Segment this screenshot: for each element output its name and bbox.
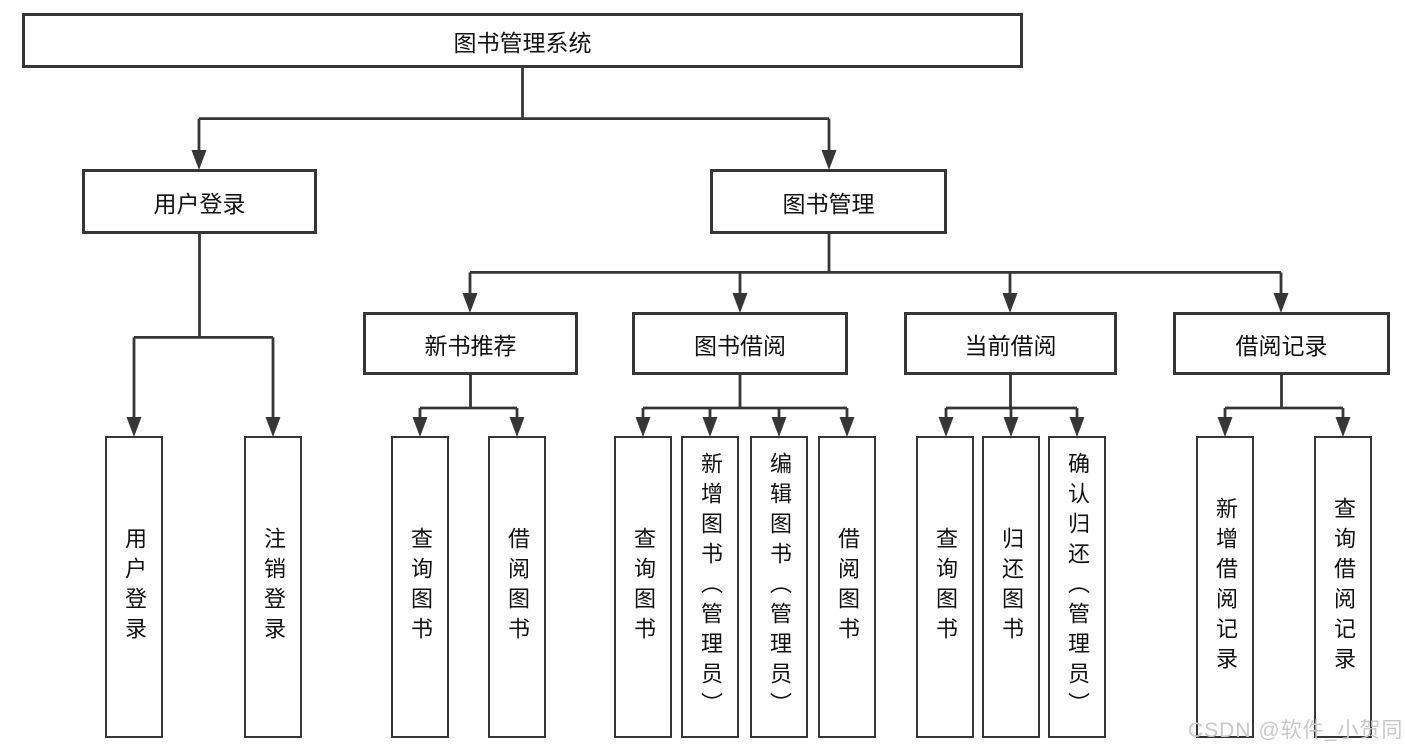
leaf-borrow-books-recommend: 借阅图书: [488, 436, 546, 738]
node-user-login: 用户登录: [82, 169, 317, 234]
leaf-return-books: 归还图书: [982, 436, 1040, 738]
leaf-label: 编辑图书（管理员）: [767, 452, 792, 722]
leaf-label: 查询图书: [631, 527, 656, 647]
leaf-add-borrow-record: 新增借阅记录: [1196, 436, 1254, 738]
arrowhead-icons: [126, 150, 1351, 437]
leaf-edit-books-admin: 编辑图书（管理员）: [750, 436, 808, 738]
node-label: 用户登录: [153, 190, 246, 217]
leaf-label: 查询图书: [408, 527, 433, 647]
leaf-label: 归还图书: [999, 527, 1024, 647]
node-label: 新书推荐: [424, 332, 517, 359]
node-book-management: 图书管理: [710, 169, 947, 234]
leaf-query-books-recommend: 查询图书: [391, 436, 449, 738]
node-label: 图书借阅: [694, 332, 786, 359]
leaf-confirm-return-admin: 确认归还（管理员）: [1048, 436, 1106, 738]
leaf-label: 新增图书（管理员）: [698, 452, 723, 722]
leaf-query-books-borrowing: 查询图书: [614, 436, 672, 738]
node-label: 图书管理系统: [453, 29, 592, 56]
node-label: 图书管理: [782, 190, 875, 217]
leaf-label: 新增借阅记录: [1213, 497, 1238, 677]
node-new-book-recommend: 新书推荐: [363, 312, 578, 375]
node-current-borrowing: 当前借阅: [904, 312, 1117, 375]
node-label: 借阅记录: [1235, 332, 1328, 359]
leaf-label: 借阅图书: [505, 527, 530, 647]
leaf-label: 查询图书: [933, 527, 958, 647]
leaf-label: 查询借阅记录: [1331, 497, 1356, 677]
leaf-label: 借阅图书: [835, 527, 860, 647]
leaf-label: 用户登录: [122, 527, 147, 647]
leaf-logout: 注销登录: [244, 436, 302, 738]
leaf-borrow-books-borrowing: 借阅图书: [818, 436, 876, 738]
node-label: 当前借阅: [964, 332, 1057, 359]
csdn-watermark: CSDN @软件_小贺同学: [1188, 719, 1405, 742]
leaf-label: 注销登录: [261, 527, 286, 647]
leaf-query-books-current: 查询图书: [916, 436, 974, 738]
leaf-query-borrow-record: 查询借阅记录: [1314, 436, 1372, 738]
node-system-root: 图书管理系统: [22, 13, 1023, 68]
node-borrowing-records: 借阅记录: [1173, 312, 1390, 375]
leaf-user-login: 用户登录: [105, 436, 163, 738]
leaf-add-books-admin: 新增图书（管理员）: [681, 436, 739, 738]
leaf-label: 确认归还（管理员）: [1065, 452, 1090, 722]
node-book-borrowing: 图书借阅: [632, 312, 848, 375]
